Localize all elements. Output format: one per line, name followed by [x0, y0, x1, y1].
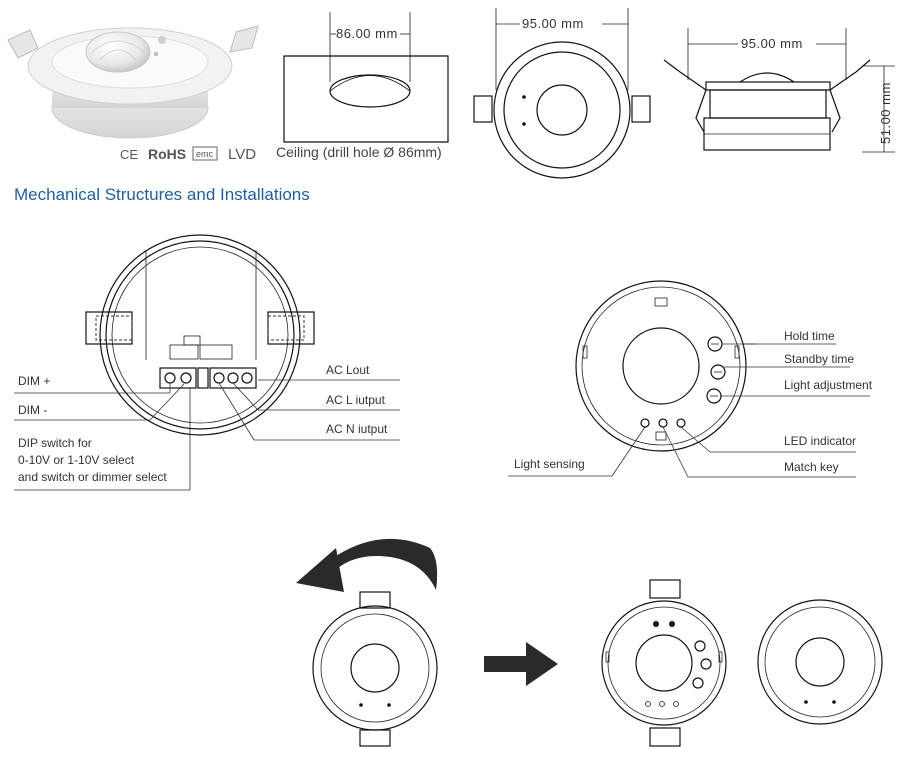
label-dip-line2: 0-10V or 1-10V select	[18, 453, 135, 467]
rohs-mark: RoHS	[148, 146, 186, 162]
rotate-arrow-icon	[296, 538, 438, 592]
ceiling-drill-drawing: 86.00 mm Ceiling (drill hole Ø 86mm)	[276, 12, 449, 160]
step3-cover	[757, 599, 883, 725]
side-view-drawing: 95.00 mm 51.00 mm	[663, 28, 895, 153]
wiring-back-view	[85, 234, 315, 436]
label-ac-n-input: AC N iutput	[326, 422, 388, 436]
label-ac-lout: AC Lout	[326, 363, 370, 377]
dim-side-width-label: 95.00 mm	[741, 36, 803, 51]
dim-side-height-label: 51.00 mm	[878, 82, 893, 144]
label-dip-line1: DIP switch for	[18, 436, 92, 450]
section-title: Mechanical Structures and Installations	[14, 185, 310, 204]
sensor-product-photo	[7, 25, 259, 139]
dim-drill-label: 86.00 mm	[336, 26, 398, 41]
label-ac-l-input: AC L iutput	[326, 393, 386, 407]
control-leaders	[508, 343, 870, 478]
step2-unit	[601, 579, 727, 747]
label-dim-plus: DIM +	[18, 374, 50, 388]
emc-mark: emc	[196, 149, 214, 159]
ceiling-caption: Ceiling (drill hole Ø 86mm)	[276, 144, 442, 160]
label-match-key: Match key	[784, 460, 839, 474]
dim-front-width-label: 95.00 mm	[522, 16, 584, 31]
label-hold-time: Hold time	[784, 329, 835, 343]
controls-face-view	[575, 280, 747, 452]
label-standby-time: Standby time	[784, 352, 854, 366]
right-arrow-icon	[484, 642, 558, 686]
label-led-indicator: LED indicator	[784, 434, 856, 448]
emc-mark-frame	[192, 146, 218, 161]
front-view-drawing: 95.00 mm	[473, 8, 651, 179]
certification-marks: CE RoHS emc LVD	[120, 146, 256, 163]
label-light-sensing: Light sensing	[514, 457, 585, 471]
label-dim-minus: DIM -	[18, 403, 47, 417]
lvd-mark: LVD	[228, 146, 256, 163]
label-light-adjustment: Light adjustment	[784, 378, 873, 392]
step1-unit	[312, 591, 438, 747]
label-dip-line3: and switch or dimmer select	[18, 470, 167, 484]
wiring-leaders	[14, 379, 400, 491]
ce-mark: CE	[120, 147, 138, 162]
